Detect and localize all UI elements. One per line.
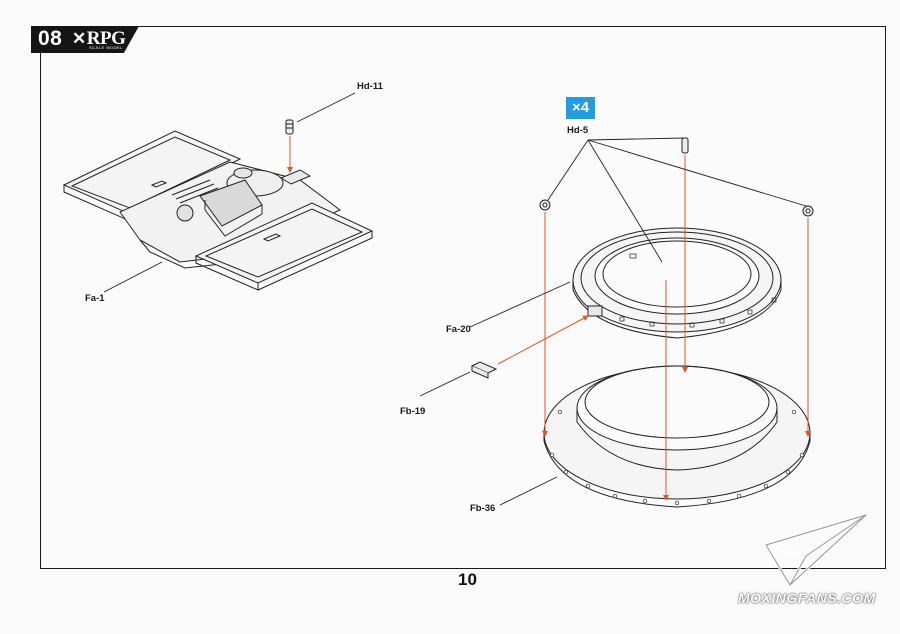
brand-mark: ✕ (72, 29, 86, 48)
part-label-hd5: Hd-5 (567, 125, 589, 136)
brand-name: RPG (86, 28, 126, 49)
step-number: 08 (38, 27, 63, 50)
ring-fb36-drawing (543, 365, 811, 508)
watermark-text: MOXINGFANS.COM (738, 590, 876, 606)
part-label-fb19: Fb-19 (400, 406, 426, 417)
assembly-arrows-right (497, 155, 811, 501)
part-fb19-drawing (470, 361, 498, 379)
page-number: 10 (458, 570, 477, 589)
part-label-fa1: Fa-1 (85, 293, 105, 304)
part-label-fa20: Fa-20 (446, 324, 471, 335)
part-label-fb36: Fb-36 (470, 503, 496, 514)
brand-subtitle: SCALE MODEL (89, 45, 123, 50)
part-label-hd11: Hd-11 (357, 81, 383, 92)
page-frame (40, 26, 886, 569)
brand-logo: ✕RPG (72, 28, 126, 50)
hull-deck-fa1-drawing (62, 130, 374, 291)
step-badge (31, 26, 139, 53)
leader-lines-left (103, 92, 356, 293)
ring-fa20-drawing (572, 227, 782, 339)
part-hd11-drawing (285, 119, 294, 135)
quantity-badge: ×4 (566, 97, 595, 119)
leader-lines-right (419, 137, 807, 506)
